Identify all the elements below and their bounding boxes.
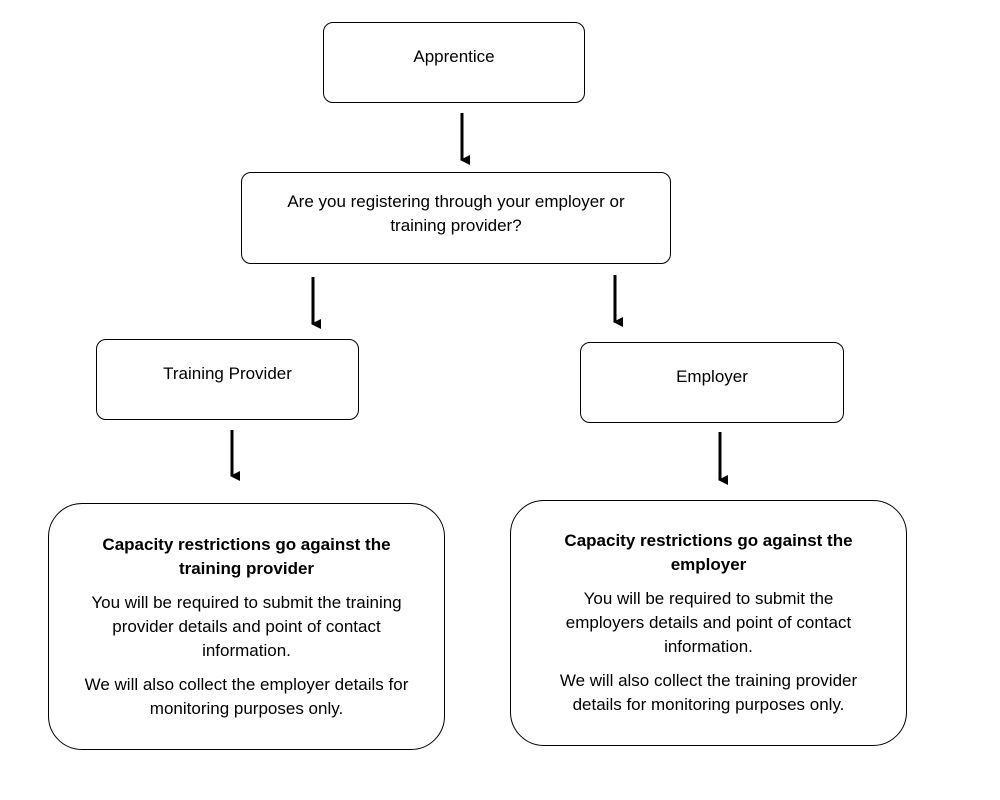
employer-node: Employer bbox=[580, 342, 844, 423]
employer-label: Employer bbox=[676, 367, 748, 386]
employer-outcome-text-1: You will be required to submit the emplo… bbox=[565, 589, 852, 656]
training-provider-outcome-text-2: We will also collect the employer detail… bbox=[84, 674, 409, 718]
training-provider-outcome-text-1: You will be required to submit the train… bbox=[91, 592, 402, 660]
training-provider-outcome-heading: Capacity restrictions go against the tra… bbox=[102, 534, 391, 578]
apprentice-node: Apprentice bbox=[323, 22, 585, 103]
employer-outcome-text-2: We will also collect the training provid… bbox=[559, 671, 858, 714]
employer-outcome-heading: Capacity restrictions go against the emp… bbox=[564, 531, 853, 574]
apprentice-label: Apprentice bbox=[413, 47, 495, 66]
training-provider-label: Training Provider bbox=[163, 364, 292, 383]
training-provider-outcome: Capacity restrictions go against the tra… bbox=[48, 503, 445, 750]
question-label: Are you registering through your employe… bbox=[287, 192, 625, 235]
employer-outcome: Capacity restrictions go against the emp… bbox=[510, 500, 907, 746]
training-provider-node: Training Provider bbox=[96, 339, 359, 420]
question-node: Are you registering through your employe… bbox=[241, 172, 671, 264]
